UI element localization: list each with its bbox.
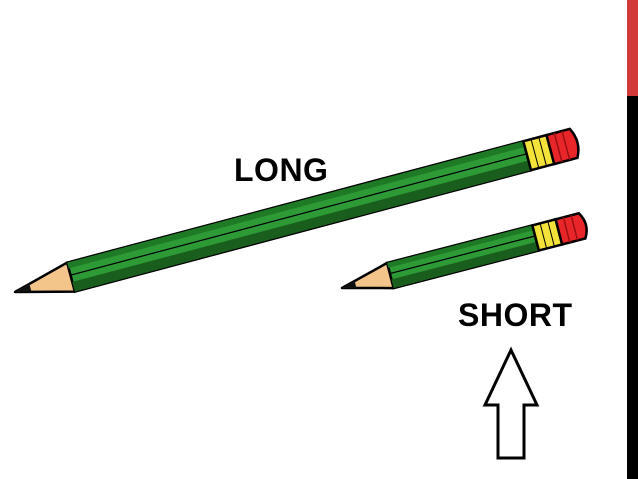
short-label: SHORT — [458, 297, 573, 333]
long-pencil — [13, 127, 580, 294]
accent-bar-red — [627, 0, 638, 96]
long-label: LONG — [234, 152, 329, 188]
accent-bar-black — [627, 96, 638, 479]
short-pencil — [340, 211, 588, 290]
up-arrow-icon — [482, 346, 540, 460]
